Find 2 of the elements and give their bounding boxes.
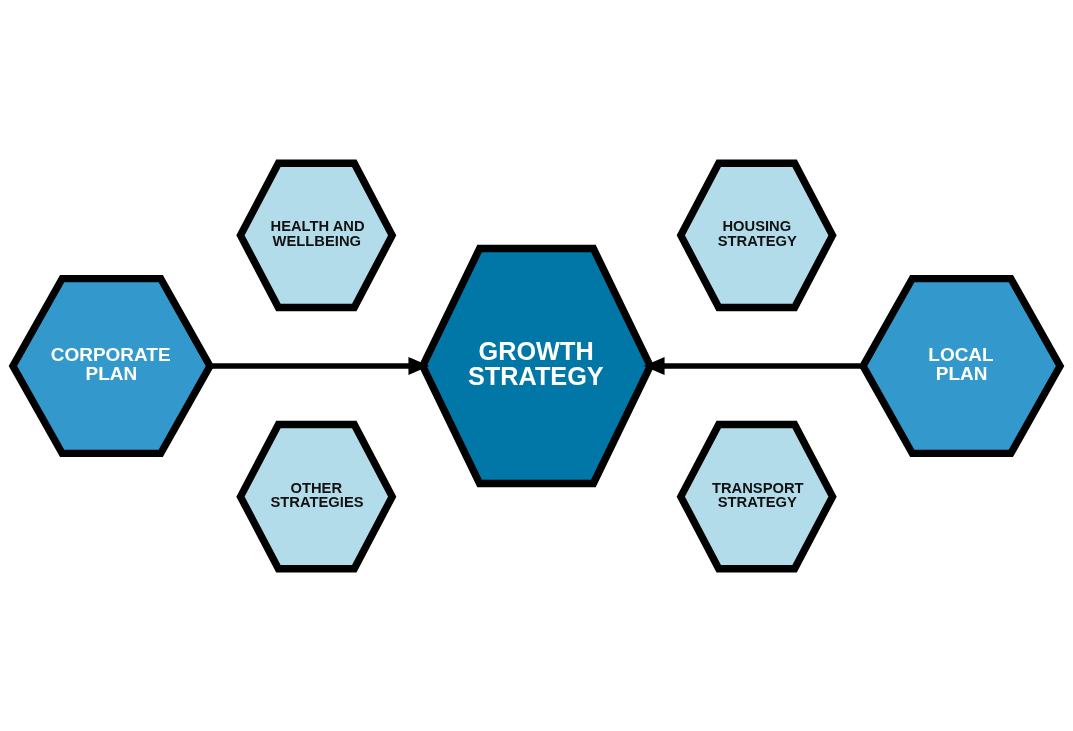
arrow	[210, 356, 430, 375]
arrow	[643, 356, 863, 375]
